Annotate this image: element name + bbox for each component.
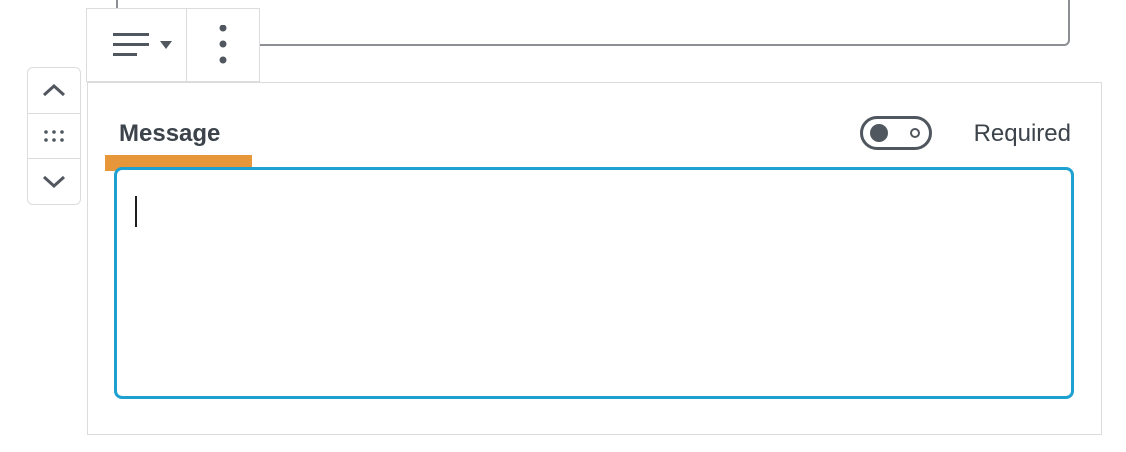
drag-handle-icon: [44, 130, 64, 142]
drag-handle[interactable]: [28, 112, 80, 159]
toggle-knob: [870, 124, 888, 142]
more-vertical-icon: [219, 25, 227, 64]
field-label[interactable]: Message: [119, 120, 221, 147]
move-up-button[interactable]: [28, 68, 80, 113]
message-textarea[interactable]: [114, 167, 1074, 399]
required-label[interactable]: Required: [973, 120, 1071, 147]
chevron-down-icon: [42, 175, 66, 188]
more-options-button[interactable]: [187, 9, 259, 81]
block-mover: [27, 67, 81, 205]
align-left-icon: [112, 33, 149, 56]
text-cursor: [135, 196, 137, 227]
required-toggle[interactable]: [860, 116, 932, 150]
move-down-button[interactable]: [28, 158, 80, 204]
text-align-button[interactable]: [87, 9, 187, 81]
block-toolbar: [86, 8, 260, 82]
caret-down-icon: [159, 41, 172, 49]
toggle-off-indicator-icon: [910, 128, 920, 138]
chevron-up-icon: [42, 84, 66, 97]
